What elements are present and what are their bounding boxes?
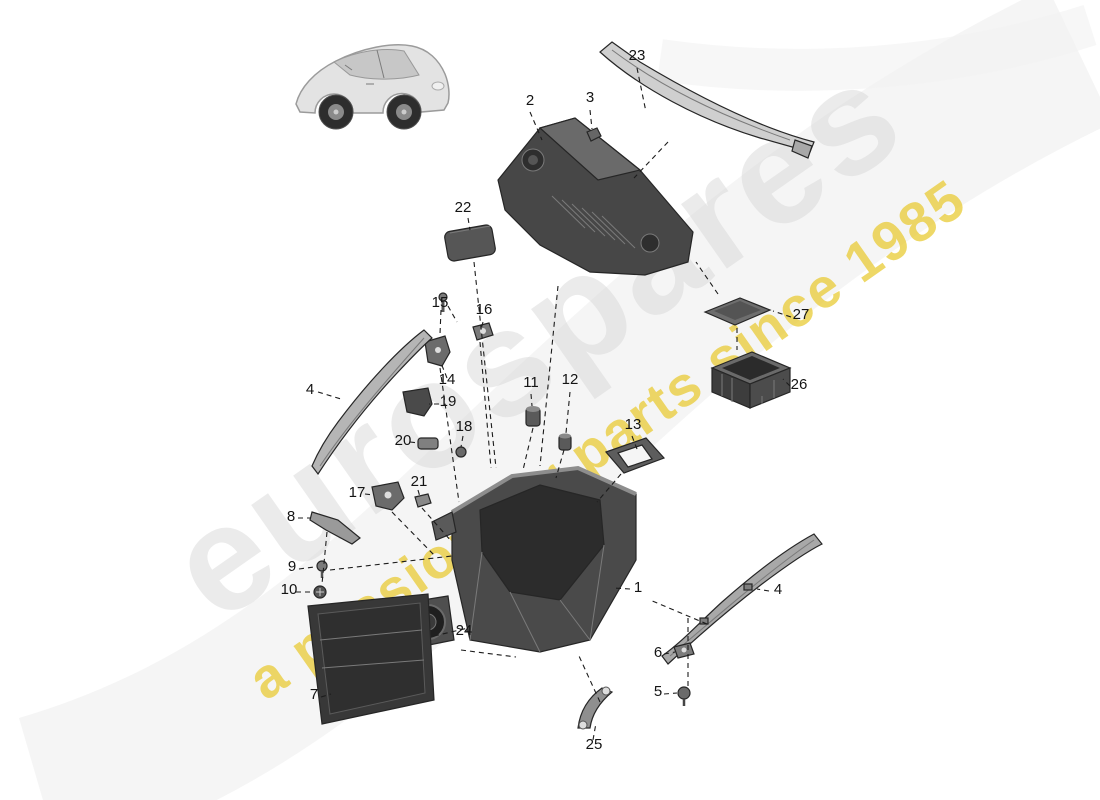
part-11-clip (525, 406, 541, 427)
part-4-side-trim-left (311, 329, 433, 476)
callout-24: 24 (456, 622, 473, 639)
part-21-clip (414, 493, 432, 508)
part-13-frame (604, 437, 666, 474)
part-5-fastener (677, 686, 691, 706)
callout-5: 5 (654, 683, 662, 700)
part-25-bracket (577, 686, 614, 730)
watermark-swoosh (18, 0, 1100, 800)
part-10-fastener (313, 585, 327, 599)
callout-13: 13 (625, 416, 642, 433)
callout-9: 9 (288, 558, 296, 575)
callout-15: 15 (432, 294, 449, 311)
callout-10: 10 (281, 581, 298, 598)
callout-1: 1 (634, 579, 642, 596)
part-26-tray (710, 351, 792, 409)
part-19-bracket (402, 387, 433, 417)
callout-14: 14 (439, 371, 456, 388)
callout-25: 25 (586, 736, 603, 753)
callout-23: 23 (629, 47, 646, 64)
callout-7: 7 (310, 686, 318, 703)
callout-11: 11 (523, 374, 539, 391)
part-20-clip (417, 437, 439, 450)
part-3-clip (586, 127, 602, 142)
callout-22: 22 (455, 199, 472, 216)
part-1-trunk-liner (431, 465, 637, 653)
callout-19: 19 (440, 393, 457, 410)
callout-20: 20 (395, 432, 412, 449)
part-15-pin (438, 292, 448, 312)
callout-3: 3 (586, 89, 594, 106)
car-thumbnail (295, 44, 450, 130)
callout-18: 18 (456, 418, 473, 435)
leader-lines (296, 67, 792, 741)
part-17-bracket (371, 481, 405, 511)
part-12-clip (558, 433, 572, 451)
part-14-bracket (424, 335, 451, 367)
part-27-control-panel (703, 297, 772, 326)
part-18-nut (455, 446, 467, 458)
part-7-side-panel (307, 593, 435, 725)
callout-4-right: 4 (774, 581, 782, 598)
callout-27: 27 (793, 306, 810, 323)
callout-16: 16 (476, 301, 493, 318)
part-8-trim-wedge (309, 511, 361, 545)
callout-4-left: 4 (306, 381, 314, 398)
part-2-rear-wall-cover (497, 117, 694, 276)
callout-17: 17 (349, 484, 366, 501)
part-23-cowl-strip (599, 41, 815, 159)
part-6-clip (673, 642, 695, 659)
callout-6: 6 (654, 644, 662, 661)
callout-8: 8 (287, 508, 295, 525)
callout-26: 26 (791, 376, 808, 393)
callout-labels: 23 2 3 22 15 16 27 14 4 19 11 12 26 20 1… (281, 47, 810, 753)
callout-21: 21 (411, 473, 428, 490)
callout-12: 12 (562, 371, 579, 388)
callout-2: 2 (526, 92, 534, 109)
watermark-swoosh-small (657, 5, 1097, 91)
